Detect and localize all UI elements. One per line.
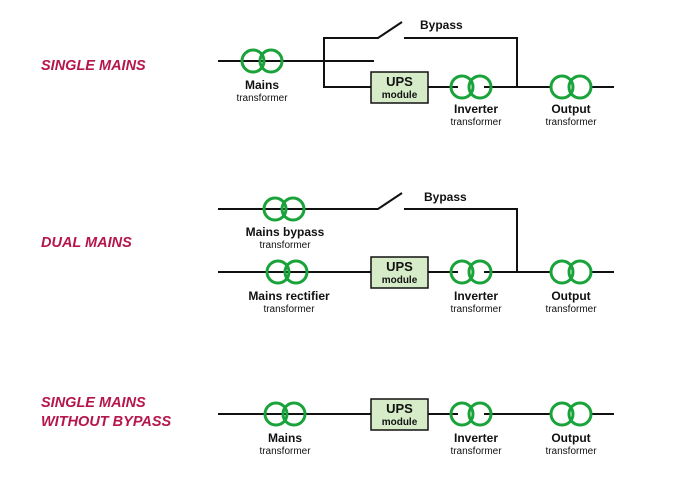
- bypass-mains-wire: [218, 192, 403, 210]
- bypass-wire-right: [404, 37, 518, 87]
- inverter-transformer-sub: transformer: [450, 446, 502, 457]
- mains-transformer-name: Mains: [268, 431, 302, 445]
- inverter-transformer-name: Inverter: [454, 289, 498, 303]
- inverter-transformer-icon: [449, 259, 493, 285]
- ups-module-title: UPS: [386, 74, 413, 89]
- ups-module-subtitle: module: [382, 275, 418, 286]
- mains-rectifier-transformer-sub: transformer: [263, 304, 315, 315]
- single-mains-title: SINGLE MAINS: [41, 58, 146, 74]
- output-transformer-name: Output: [551, 431, 590, 445]
- mains-bypass-transformer-icon: [262, 196, 306, 222]
- output-transformer-icon: [549, 259, 593, 285]
- mains-transformer-icon: [263, 401, 307, 427]
- output-transformer-icon: [549, 74, 593, 100]
- bypass-label: Bypass: [424, 190, 467, 204]
- mains-rectifier-transformer-name: Mains rectifier: [248, 289, 330, 303]
- dual-mains-diagram: DUAL MAINS Bypass Mains bypass transform…: [41, 190, 614, 315]
- mains-transformer-sub: transformer: [259, 446, 311, 457]
- ups-module-box: UPS module: [370, 256, 429, 289]
- output-transformer-sub: transformer: [545, 446, 597, 457]
- output-transformer-sub: transformer: [545, 304, 597, 315]
- ups-module-subtitle: module: [382, 90, 418, 101]
- mains-bypass-transformer-name: Mains bypass: [246, 225, 325, 239]
- inverter-transformer-sub: transformer: [450, 304, 502, 315]
- inverter-transformer-sub: transformer: [450, 117, 502, 128]
- bypass-wire-right: [404, 208, 518, 272]
- single-mains-diagram: SINGLE MAINS Bypass Mains transformer UP…: [41, 18, 614, 128]
- inverter-transformer-name: Inverter: [454, 102, 498, 116]
- mains-transformer-name: Mains: [245, 78, 279, 92]
- ups-module-box: UPS module: [370, 398, 429, 431]
- mains-rectifier-transformer-icon: [265, 259, 309, 285]
- ups-module-title: UPS: [386, 401, 413, 416]
- no-bypass-title-line-1: SINGLE MAINS: [41, 395, 146, 411]
- no-bypass-title-line-2: WITHOUT BYPASS: [41, 414, 172, 430]
- ups-module-box: UPS module: [370, 71, 429, 104]
- inverter-transformer-icon: [449, 74, 493, 100]
- output-transformer-icon: [549, 401, 593, 427]
- dual-mains-title: DUAL MAINS: [41, 235, 132, 251]
- output-transformer-name: Output: [551, 102, 590, 116]
- inverter-transformer-icon: [449, 401, 493, 427]
- mains-bypass-transformer-sub: transformer: [259, 240, 311, 251]
- ups-module-subtitle: module: [382, 417, 418, 428]
- bypass-wire-left: [323, 21, 403, 61]
- inverter-transformer-name: Inverter: [454, 431, 498, 445]
- bypass-label: Bypass: [420, 18, 463, 32]
- mains-transformer-icon: [240, 48, 284, 74]
- ups-module-title: UPS: [386, 259, 413, 274]
- output-transformer-sub: transformer: [545, 117, 597, 128]
- output-transformer-name: Output: [551, 289, 590, 303]
- single-mains-without-bypass-diagram: SINGLE MAINS WITHOUT BYPASS Mains transf…: [41, 395, 614, 457]
- mains-to-ups-wire: [323, 61, 374, 88]
- mains-transformer-sub: transformer: [236, 93, 288, 104]
